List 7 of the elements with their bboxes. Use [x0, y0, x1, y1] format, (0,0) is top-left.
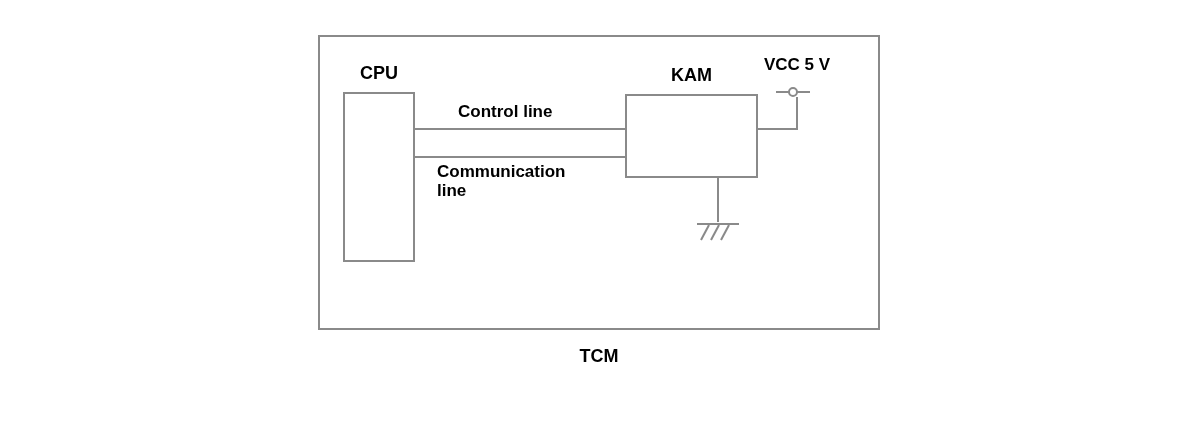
supply-label: VCC 5 V	[762, 55, 832, 75]
signal-wire	[414, 156, 626, 158]
signal-wire	[717, 177, 719, 223]
signal-wire	[757, 96, 798, 130]
block-label: CPU	[359, 62, 399, 84]
signal-wire	[414, 128, 626, 130]
module-label: TCM	[578, 345, 620, 367]
